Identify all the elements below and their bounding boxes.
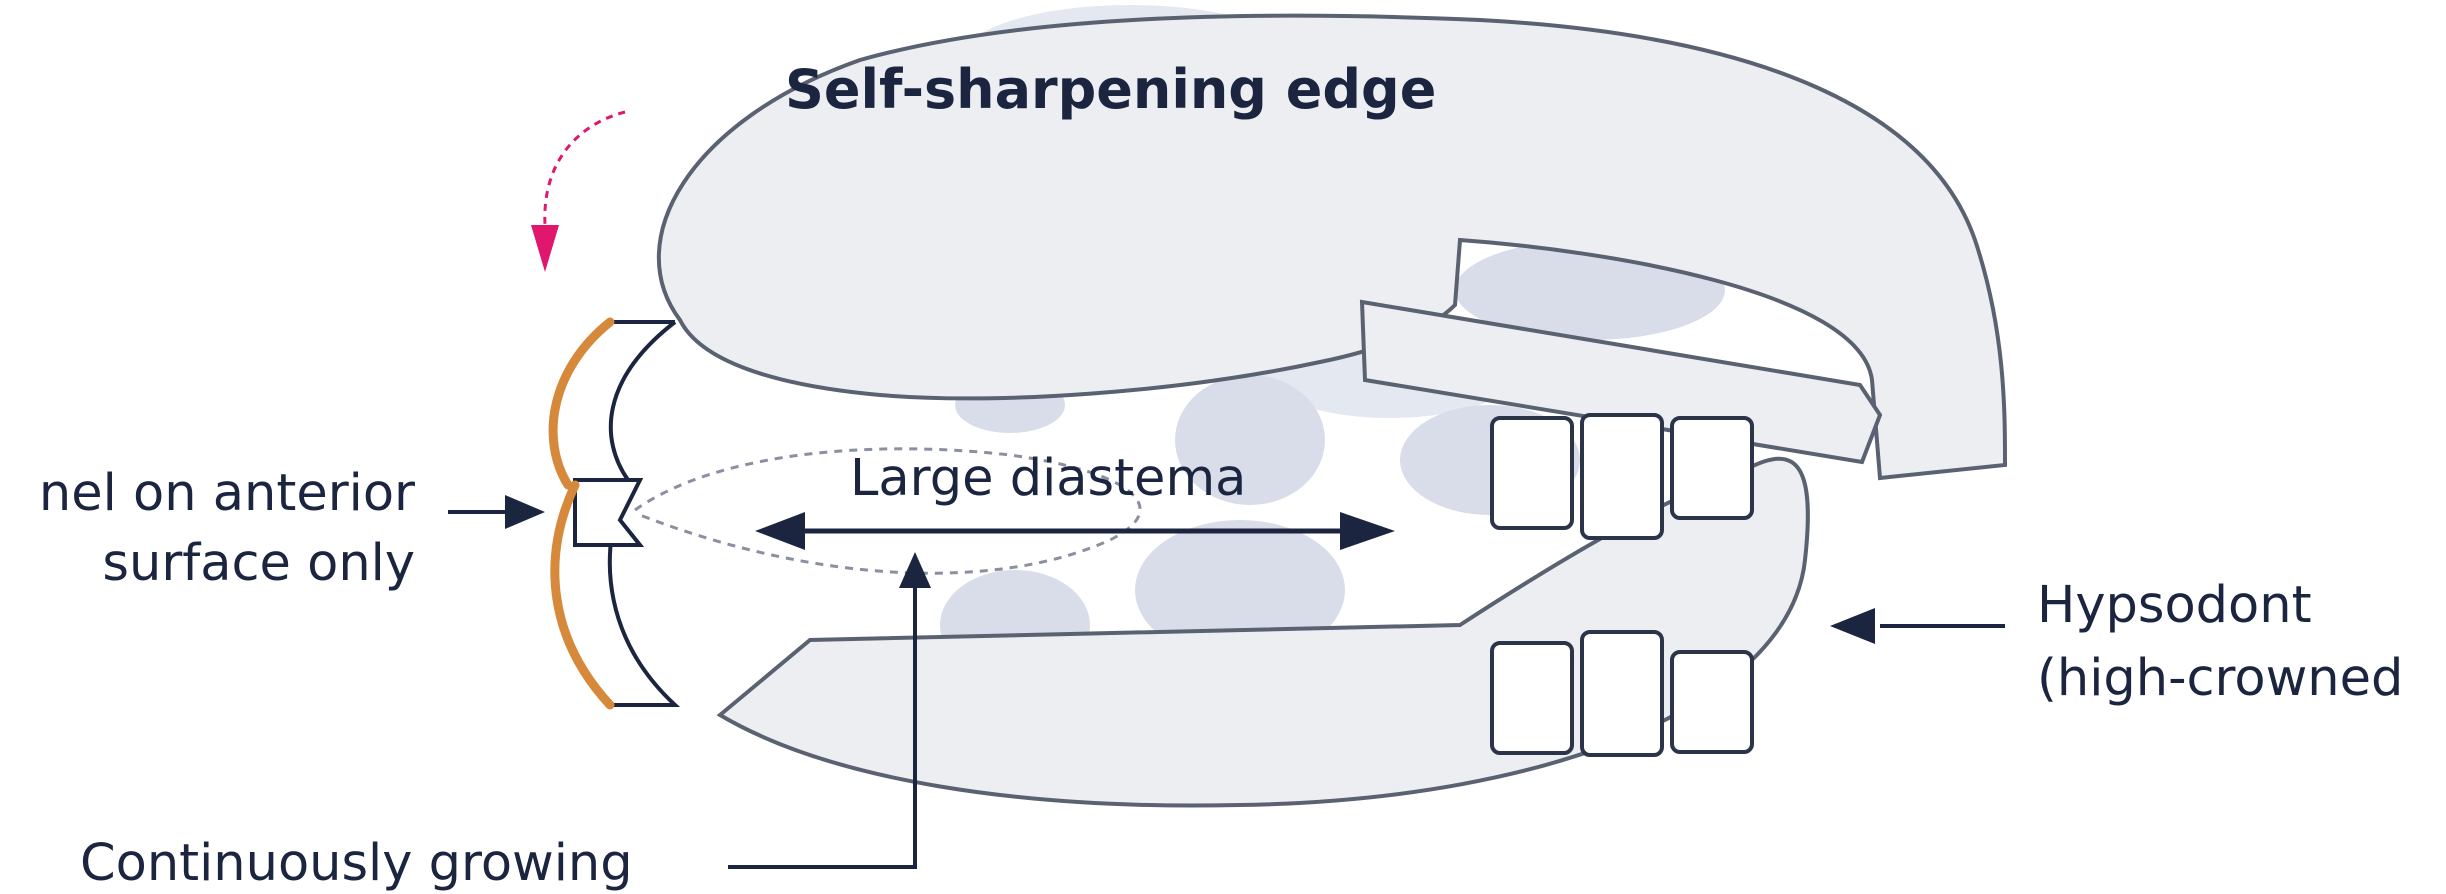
growing-pointer: [728, 552, 931, 869]
lower-enamel: [550, 480, 615, 710]
molar-tooth: [1670, 650, 1754, 754]
hypsodont-pointer: [1830, 608, 2005, 644]
upper-skull: [656, 13, 2008, 481]
enamel-label-line2: surface only: [102, 534, 415, 593]
lower-molars: [1490, 630, 1754, 757]
hypsodont-label-line1: Hypsodont: [2037, 576, 2312, 635]
enamel-label-line1: nel on anterior: [39, 464, 415, 523]
background-blob: [1135, 520, 1345, 660]
incisors: [548, 317, 681, 710]
background-blob: [1175, 375, 1325, 505]
molar-tooth: [1580, 413, 1664, 540]
title-label: Self-sharpening edge: [785, 58, 1436, 121]
rotation-arrow: [531, 110, 626, 272]
upper-incisor-outline: [608, 320, 677, 482]
upper-enamel: [548, 317, 615, 490]
hypsodont-label-line2: (high-crowned: [2037, 649, 2403, 708]
incisor-tip: [573, 478, 645, 547]
molar-tooth: [1490, 416, 1574, 530]
upper-molars: [1490, 413, 1754, 540]
upper-incisor: [560, 322, 675, 480]
diastema-label: Large diastema: [850, 449, 1246, 508]
enamel-pointer: [448, 495, 545, 529]
molar-tooth: [1490, 641, 1574, 755]
molar-tooth: [1580, 630, 1664, 757]
growing-label: Continuously growing: [80, 834, 633, 893]
molar-tooth: [1670, 416, 1754, 520]
diastema-arrow: [755, 512, 1395, 550]
diastema-region: [634, 447, 1142, 575]
